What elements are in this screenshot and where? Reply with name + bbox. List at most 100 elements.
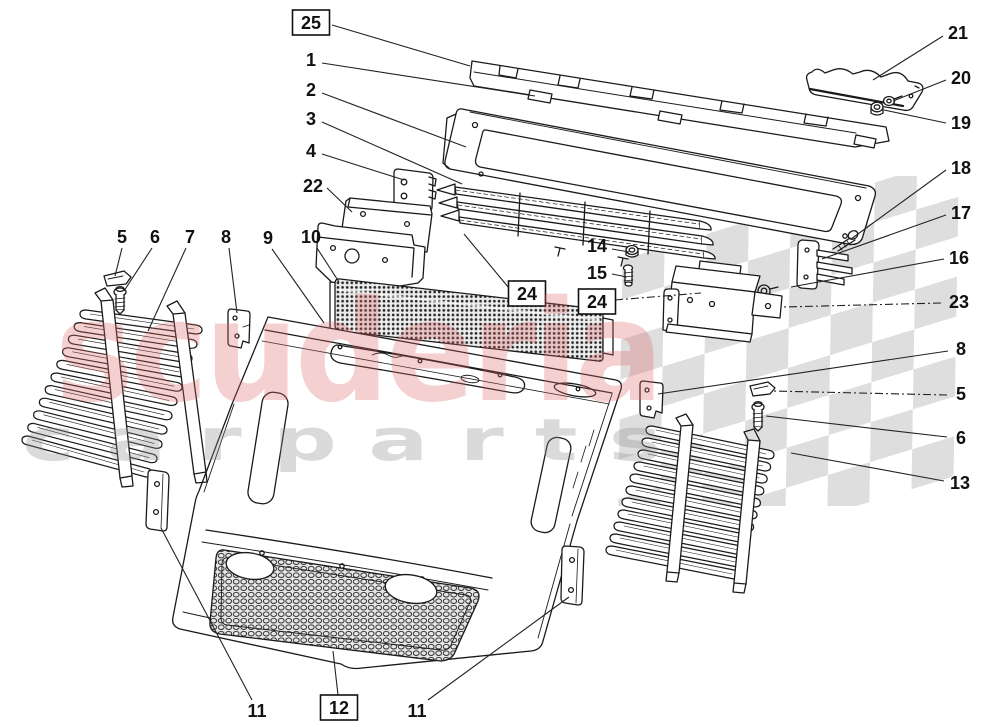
callout-6-left: 6 xyxy=(123,227,160,292)
callout-22: 22 xyxy=(303,176,353,213)
flag-cell xyxy=(915,196,959,250)
callout-3: 3 xyxy=(306,109,463,185)
callout-5-right: 5 xyxy=(771,384,966,404)
leader-line xyxy=(321,62,536,97)
grille-slat-line xyxy=(639,477,753,503)
flag-cell xyxy=(745,328,789,381)
part-engine-lid xyxy=(172,316,623,670)
leader-line xyxy=(271,248,325,324)
grille-slat-line xyxy=(627,513,743,539)
part-clip-5-right xyxy=(749,381,776,397)
callout-10: 10 xyxy=(301,227,340,283)
grille-slat xyxy=(645,425,775,460)
flag-cell xyxy=(870,409,913,463)
part-bracket-11-left xyxy=(145,469,170,532)
callout-19: 19 xyxy=(883,109,971,133)
part-plate-8-right xyxy=(639,380,664,419)
leader-line xyxy=(765,415,948,438)
callout-box xyxy=(291,9,331,36)
callout-number: 24 xyxy=(517,284,537,304)
callout-number: 25 xyxy=(301,13,321,33)
callout-11-right: 11 xyxy=(407,596,570,721)
part-bracket-23 xyxy=(662,260,783,343)
grille-slat-line xyxy=(72,351,180,373)
part-side-grille-left xyxy=(21,309,203,478)
grille-slat-line xyxy=(43,414,155,444)
callout-9: 9 xyxy=(263,228,325,324)
callout-13: 13 xyxy=(790,452,970,493)
leader-line xyxy=(427,596,570,701)
checkered-flag-watermark xyxy=(617,176,959,506)
callout-number: 11 xyxy=(407,701,426,721)
grille-slat-line xyxy=(631,501,746,527)
leader-line xyxy=(321,121,463,185)
callout-23: 23 xyxy=(782,292,969,312)
leader-line xyxy=(611,273,628,278)
flag-cell xyxy=(747,248,791,301)
watermark-tagline-text: c a r p a r t s xyxy=(22,406,662,474)
leader-line xyxy=(147,247,187,332)
callout-16: 16 xyxy=(790,248,969,288)
grille-slat xyxy=(38,397,168,435)
callout-number: 23 xyxy=(949,292,969,312)
part-screw-18 xyxy=(832,230,859,252)
callout-number: 16 xyxy=(949,248,969,268)
part-rear-panel xyxy=(442,108,877,246)
flag-cell xyxy=(874,176,918,223)
callout-number: 24 xyxy=(587,292,607,312)
leader-line xyxy=(321,92,467,148)
callout-number: 9 xyxy=(263,228,273,248)
leader-line xyxy=(892,79,947,102)
callout-5-left: 5 xyxy=(114,227,127,277)
callout-number: 12 xyxy=(329,698,349,718)
callout-number: 2 xyxy=(306,80,316,100)
callout-number: 18 xyxy=(951,158,971,178)
flag-cell xyxy=(661,353,705,407)
grille-slat-line xyxy=(651,441,763,467)
flag-cell xyxy=(827,462,871,506)
callout-14: 14 xyxy=(587,236,630,256)
callout-number: 15 xyxy=(587,263,607,283)
leader-line xyxy=(331,24,471,67)
callout-box xyxy=(507,280,547,307)
callout-number: 7 xyxy=(185,227,195,247)
parts-artwork xyxy=(21,60,924,670)
part-nut-19 xyxy=(870,101,884,116)
watermark-brand-text: scuderia xyxy=(55,271,660,434)
callout-number: 17 xyxy=(951,203,971,223)
callout-8-left: 8 xyxy=(221,227,238,314)
callout-24-left: 24 xyxy=(463,233,547,307)
part-mesh-strip xyxy=(329,278,614,362)
grille-slat-line xyxy=(37,427,150,458)
grille-slat-line xyxy=(647,453,760,479)
callout-4: 4 xyxy=(306,141,405,181)
part-screw-15 xyxy=(622,264,634,287)
flag-cell xyxy=(703,380,746,434)
callout-number: 10 xyxy=(301,227,321,247)
callout-15: 15 xyxy=(587,263,628,283)
grille-slat xyxy=(44,385,173,421)
callout-number: 6 xyxy=(150,227,160,247)
callout-1: 1 xyxy=(306,50,536,97)
grille-slat xyxy=(629,473,761,508)
callout-number: 22 xyxy=(303,176,323,196)
part-plate-8-left xyxy=(227,308,251,349)
flag-cell xyxy=(872,249,916,303)
callout-number: 6 xyxy=(956,428,966,448)
leader-line xyxy=(790,258,945,288)
callout-number: 19 xyxy=(951,113,971,133)
callout-number: 5 xyxy=(956,384,966,404)
part-screw-6-left xyxy=(113,285,127,315)
callout-number: 14 xyxy=(587,236,607,256)
leader-line xyxy=(123,247,153,292)
part-clip-5-left xyxy=(103,270,132,287)
grille-slat xyxy=(633,461,765,496)
callout-number: 13 xyxy=(950,473,970,493)
grille-slat xyxy=(641,437,772,472)
leader-line xyxy=(228,247,238,314)
leader-line xyxy=(850,169,947,240)
callout-24-right: 24 xyxy=(577,288,702,315)
